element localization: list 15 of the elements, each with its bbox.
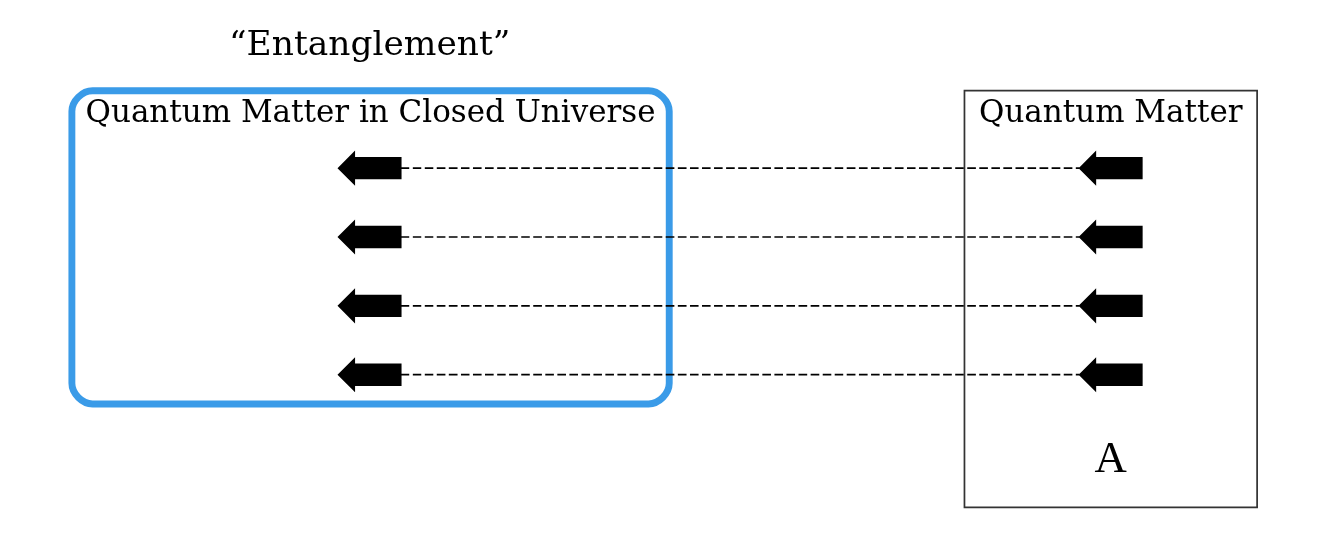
node-arrow (1078, 150, 1143, 186)
node-arrow (1078, 288, 1143, 324)
cluster: Quantum Matter in Closed Universe (68, 87, 673, 408)
node-arrow (337, 150, 402, 186)
connector (399, 305, 1081, 307)
label: “Entanglement” (229, 22, 511, 63)
connector (399, 236, 1081, 238)
node-arrow (1078, 357, 1143, 393)
connector (399, 373, 1081, 376)
node-arrow (337, 288, 402, 324)
node-arrow (337, 219, 402, 255)
connector (399, 167, 1081, 169)
node-label: A (1094, 431, 1127, 482)
node-arrow (1078, 219, 1143, 255)
node-arrow (337, 357, 402, 393)
